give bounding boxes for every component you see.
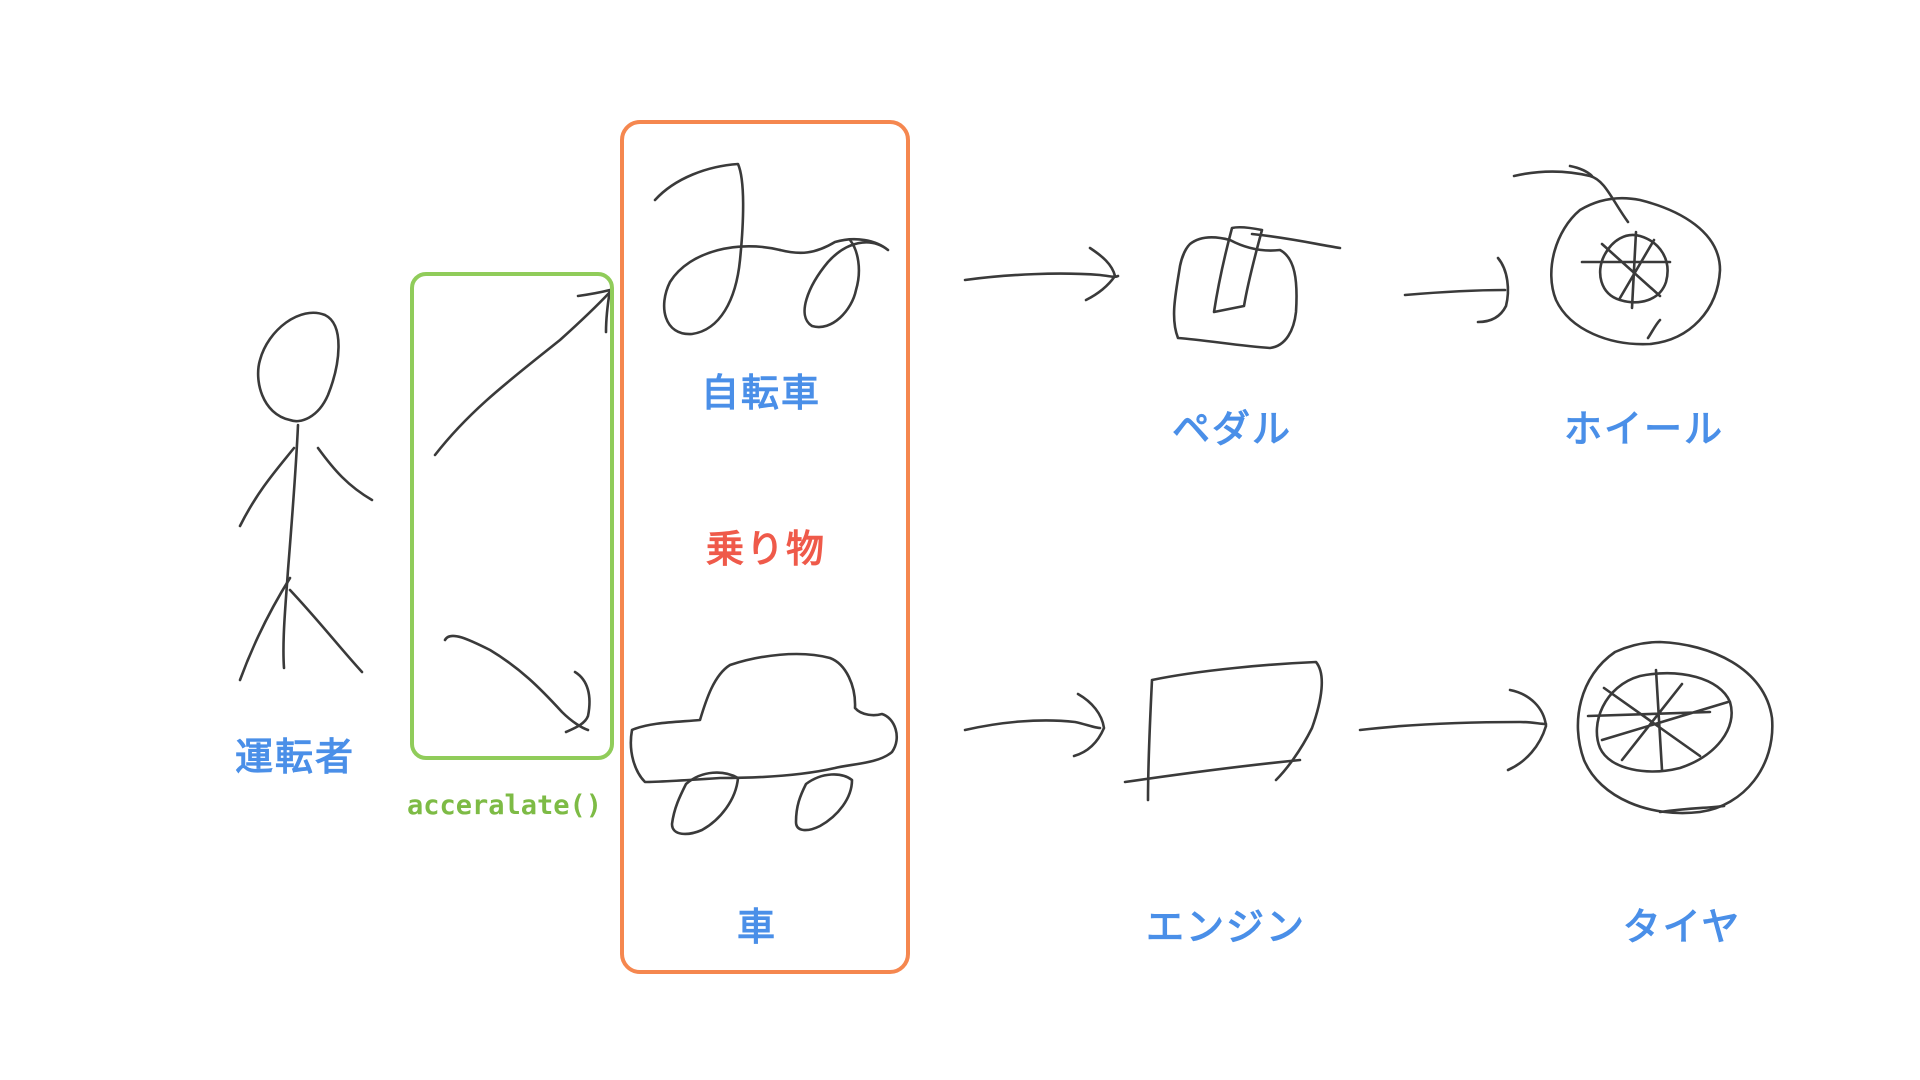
pedal-crank	[1212, 225, 1264, 314]
driver-head	[256, 311, 340, 423]
arrow-bicycle-to-pedal	[963, 246, 1120, 302]
arrow-pedal-to-wheel-shaft	[1403, 288, 1507, 297]
arrow-pedal-to-wheel-head	[1476, 256, 1510, 324]
arrow-to-car-head	[564, 670, 591, 734]
wheel-label: ホイール	[1563, 407, 1725, 451]
tire-tick	[1658, 804, 1726, 814]
wheel-hub	[1598, 233, 1669, 304]
driver-left-leg	[238, 576, 292, 682]
car-doodle-icon	[629, 652, 898, 836]
vehicle-group-frame	[620, 120, 910, 974]
driver-left-arm	[238, 446, 296, 528]
arrow-car-to-engine	[963, 692, 1106, 758]
arrow-bicycle-to-pedal-head	[1084, 246, 1117, 302]
engine-doodle-icon	[1123, 660, 1324, 802]
tire-inner	[1595, 672, 1733, 773]
acceralate-frame	[410, 272, 614, 760]
driver-right-arm	[316, 446, 374, 502]
arrow-engine-to-tire	[1358, 688, 1548, 772]
wheel-tick	[1646, 318, 1662, 340]
tire-doodle-icon	[1576, 640, 1774, 815]
tire-outer	[1576, 640, 1774, 815]
method-label: acceralate()	[407, 790, 603, 821]
pedal-label: ペダル	[1171, 407, 1293, 451]
pedal-outline	[1172, 236, 1298, 350]
wheel-arrow-head	[1568, 164, 1594, 178]
wheel-doodle-icon	[1512, 164, 1722, 346]
arrow-to-car	[443, 634, 590, 732]
engine-label: エンジン	[1145, 905, 1307, 949]
bicycle-sketch-right	[778, 237, 890, 329]
wheel-arrow-tail	[1512, 170, 1630, 224]
acceralate-arrows	[433, 288, 612, 734]
engine-base	[1123, 758, 1302, 784]
car-label: 車	[736, 905, 778, 949]
bicycle-doodle-icon	[653, 162, 890, 336]
wheel-spokes	[1580, 230, 1672, 310]
engine-outline	[1146, 660, 1324, 802]
car-rear-wheel	[794, 773, 854, 832]
driver-body	[282, 423, 300, 670]
arrow-car-to-engine-shaft	[963, 719, 1102, 732]
bicycle-label: 自転車	[700, 371, 822, 415]
bicycle-sketch-left	[653, 162, 782, 336]
pedal-doodle-icon	[1172, 225, 1342, 350]
arrow-pedal-to-wheel	[1403, 256, 1510, 324]
car-front-wheel	[670, 771, 740, 836]
arrow-engine-to-tire-shaft	[1358, 720, 1548, 732]
driver-stick-figure-icon	[238, 311, 374, 682]
tire-spokes	[1586, 668, 1730, 772]
tire-label: タイヤ	[1622, 905, 1742, 949]
arrow-to-bicycle	[433, 290, 612, 457]
arrow-bicycle-to-pedal-shaft	[963, 272, 1120, 282]
driver-right-leg	[288, 588, 364, 674]
vehicle-group-label: 乗り物	[705, 527, 827, 571]
arrow-car-to-engine-head	[1072, 692, 1106, 758]
pedal-axle	[1250, 232, 1342, 250]
arrow-engine-to-tire-head	[1506, 688, 1548, 772]
driver-label: 運転者	[234, 735, 356, 779]
wheel-outer	[1549, 196, 1722, 346]
car-body	[629, 652, 898, 784]
